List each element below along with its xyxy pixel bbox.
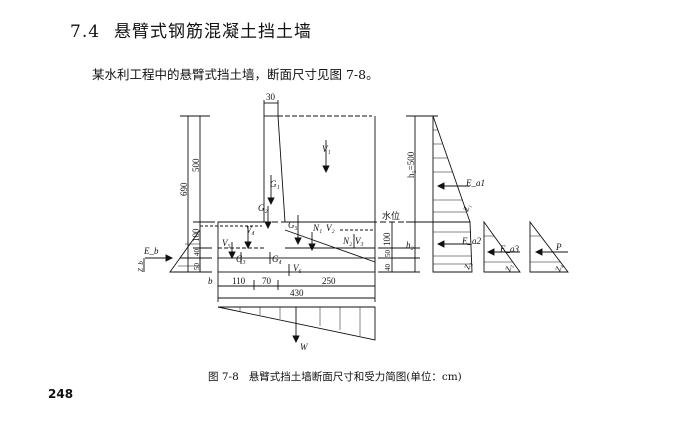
heel-diagonal: [284, 229, 376, 263]
dim-base-total-label: 430: [290, 288, 304, 298]
active-pressure-diagram-3: [483, 220, 521, 273]
figure-number: 图 7-8: [208, 371, 239, 383]
label-G5: G₅: [288, 220, 298, 230]
label-Z3: Z₃: [503, 263, 514, 273]
label-P: P: [555, 242, 562, 252]
label-Zb: Z_b: [137, 261, 145, 272]
label-b: b: [208, 276, 213, 286]
dim-left-upper: 500: [191, 158, 201, 172]
label-V6: V₆: [293, 263, 302, 273]
label-N1: N₁: [312, 223, 322, 233]
dim-left-mid: 100: [191, 228, 201, 242]
label-N2: N₂: [342, 236, 352, 246]
active-pressure-diagram-2: [432, 221, 473, 273]
dim-left-low2: 50: [193, 263, 201, 271]
label-G1: G₁: [270, 179, 280, 189]
label-V2: V₂: [326, 223, 335, 233]
figure-caption: 图 7-8 悬臂式挡土墙断面尺寸和受力简图(单位：cm): [208, 369, 462, 384]
dim-right-100: 100: [382, 232, 392, 246]
label-Z4: Z₄: [553, 263, 564, 273]
section-title: 悬臂式钢筋混凝土挡土墙: [114, 22, 313, 42]
dim-base-1: 110: [232, 276, 246, 286]
label-V3: V₃: [355, 236, 364, 246]
label-Ea2: E_a2: [461, 236, 481, 246]
label-V4: V₄: [246, 225, 255, 235]
label-G2: G₂: [258, 203, 268, 213]
figure-caption-text: 悬臂式挡土墙断面尺寸和受力简图(单位：cm): [248, 371, 462, 383]
label-G3: G₃: [236, 254, 246, 264]
label-W: W: [300, 342, 309, 352]
page-number: 248: [48, 387, 74, 401]
passive-pressure-diagram: [169, 228, 201, 273]
dim-right-50: 50: [384, 250, 392, 258]
wall-stem-outline: [217, 116, 265, 258]
dim-top-label: 30: [266, 92, 276, 102]
label-G4: G₄: [272, 254, 282, 264]
label-Eb: E_b: [143, 246, 159, 256]
water-level-label: 水位: [382, 210, 400, 221]
section-number: 7.4: [70, 22, 101, 42]
dim-left-low1: 40: [193, 249, 201, 257]
base-slab: [217, 257, 376, 273]
water-pressure-diagram: [529, 220, 569, 273]
dim-h2: h₂: [406, 240, 414, 250]
label-Z2: Z₂: [462, 261, 473, 271]
dim-h1: h₁=500: [406, 151, 416, 178]
label-Ea3: E_a3: [499, 244, 519, 254]
dim-left-total: 690: [179, 182, 189, 196]
dim-right-40: 40: [384, 264, 392, 272]
label-Z1: Z₁: [461, 203, 472, 213]
foundation-pressure-diagram: [217, 306, 376, 341]
intro-paragraph: 某水利工程中的悬臂式挡土墙，断面尺寸见图 7-8。: [92, 67, 379, 82]
label-V5: V₅: [222, 238, 231, 248]
label-Ea1: E_a1: [465, 178, 485, 188]
label-V1: V₁: [322, 144, 331, 154]
dim-base-3: 250: [322, 276, 336, 286]
dim-base-2: 70: [262, 276, 272, 286]
section-heading: 7.4 悬臂式钢筋混凝土挡土墙: [70, 17, 312, 42]
